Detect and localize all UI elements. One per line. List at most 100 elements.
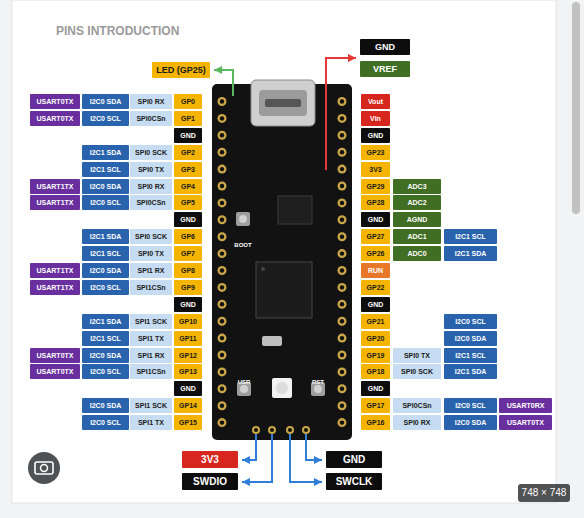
pin-name: GND [180, 132, 196, 139]
pin-label: GND [174, 381, 202, 396]
pin-name: I2C0 SCL [90, 284, 121, 291]
pin-name: GP13 [179, 368, 197, 375]
pin-hole [340, 336, 344, 340]
pin-pad [338, 97, 347, 106]
pin-label: I2C1 SCL [82, 246, 129, 261]
pin-hole [220, 235, 224, 239]
pin-hole [220, 420, 224, 424]
pin-label: I2C0 SDA [82, 94, 129, 109]
pin-pad [218, 283, 227, 292]
pin-label: SWCLK [326, 473, 382, 490]
pin-name: I2C0 SDA [90, 183, 122, 190]
pin-label: I2C0 SCL [444, 398, 497, 413]
pin-name: I2C0 SCL [90, 115, 121, 122]
pin-name: Vout [368, 98, 383, 105]
boot-button [236, 212, 250, 226]
silkscreen-label: USR [238, 370, 251, 388]
pin-name: I2C0 SCL [455, 318, 486, 325]
pin-name: GP26 [367, 250, 385, 257]
pin-label: 3V3 [182, 451, 238, 468]
pin-name: SPI0CSn [402, 402, 431, 409]
pin-name: GP28 [367, 199, 385, 206]
pin-pad [218, 114, 227, 123]
pin-name: SPI0 RX [138, 183, 165, 190]
pin-hole [220, 268, 224, 272]
pin-name: USART1TX [37, 199, 74, 206]
silkscreen-label: BOOT [234, 233, 251, 251]
pin-label: LED (GP25) [152, 62, 210, 78]
pin-hole [340, 167, 344, 171]
pin-label: SPI1 TX [130, 331, 172, 346]
pin-label: SPI0 SCK [130, 229, 172, 244]
pin-name: GP14 [179, 402, 197, 409]
pin-label: GP19 [361, 348, 390, 363]
pin-label: GP20 [361, 331, 390, 346]
pin-pad [338, 182, 347, 191]
leader-arrow [242, 434, 256, 460]
pin-pad [218, 384, 227, 393]
pin-label: GP9 [174, 280, 202, 295]
pin-name: I2C0 SDA [455, 335, 487, 342]
leader-arrow [290, 434, 322, 482]
pin-label: AGND [393, 212, 441, 227]
pin-label: SPI0CSn [130, 111, 172, 126]
title-text: PINS INTRODUCTION [56, 21, 179, 39]
pin-label: ADC1 [393, 229, 441, 244]
pin-hole [340, 387, 344, 391]
pin-pad [218, 249, 227, 258]
pin-hole [340, 150, 344, 154]
pin-name: LED (GP25) [156, 66, 206, 75]
pin-name: I2C1 SCL [455, 233, 486, 240]
pin-hole [220, 302, 224, 306]
pin-name: ADC0 [407, 250, 426, 257]
pin-name: GP2 [181, 149, 195, 156]
pin-pad [338, 266, 347, 275]
pin-name: ADC1 [407, 233, 426, 240]
pin-label: USART0TX [30, 348, 80, 363]
pin-label: I2C1 SDA [444, 364, 497, 379]
pin-pad [218, 418, 227, 427]
pin-label: ADC0 [393, 246, 441, 261]
leader-arrow [214, 70, 233, 96]
pin-name: GND [368, 385, 384, 392]
pin-label: I2C1 SCL [444, 229, 497, 244]
pin-label: I2C0 SCL [82, 364, 129, 379]
pin-pad [338, 232, 347, 241]
pin-pad [218, 300, 227, 309]
pin-name: I2C0 SCL [90, 368, 121, 375]
pin-name: I2C1 SCL [90, 166, 121, 173]
pin-name: GP1 [181, 115, 195, 122]
pin-name: SPI0 TX [404, 352, 430, 359]
pin-name: SPI0 SCK [401, 368, 433, 375]
pin-name: SWDIO [193, 477, 227, 487]
pin-label: GP29 [361, 179, 390, 194]
pin-name: I2C0 SCL [455, 402, 486, 409]
pin-pad [338, 401, 347, 410]
pin-label: I2C0 SDA [82, 263, 129, 278]
pin-label: SPI0CSn [130, 195, 172, 210]
pin-pad [218, 401, 227, 410]
pin-name: SPI0 SCK [135, 149, 167, 156]
pin-label: SPI0 TX [393, 348, 441, 363]
pin-hole [220, 251, 224, 255]
pin-pad [218, 334, 227, 343]
pin-name: GP20 [367, 335, 385, 342]
pin-label: SWDIO [182, 473, 238, 490]
pin-name: USART0TX [37, 98, 74, 105]
pin-hole [340, 302, 344, 306]
pin-label: ADC2 [393, 195, 441, 210]
pin-label: SPI1 SCK [130, 398, 172, 413]
pin-name: GP23 [367, 149, 385, 156]
pin-hole [340, 201, 344, 205]
pin-name: I2C1 SDA [455, 368, 487, 375]
pin-name: I2C1 SDA [455, 250, 487, 257]
pin-label: GND [361, 297, 390, 312]
pin-label: USART0TX [30, 364, 80, 379]
pin-label: GND [361, 128, 390, 143]
pin-label: GP15 [174, 415, 202, 430]
pin-label: I2C1 SCL [82, 162, 129, 177]
pin-name: GND [368, 301, 384, 308]
pin-hole [340, 404, 344, 408]
pin-label: GP26 [361, 246, 390, 261]
pin-label: GP1 [174, 111, 202, 126]
